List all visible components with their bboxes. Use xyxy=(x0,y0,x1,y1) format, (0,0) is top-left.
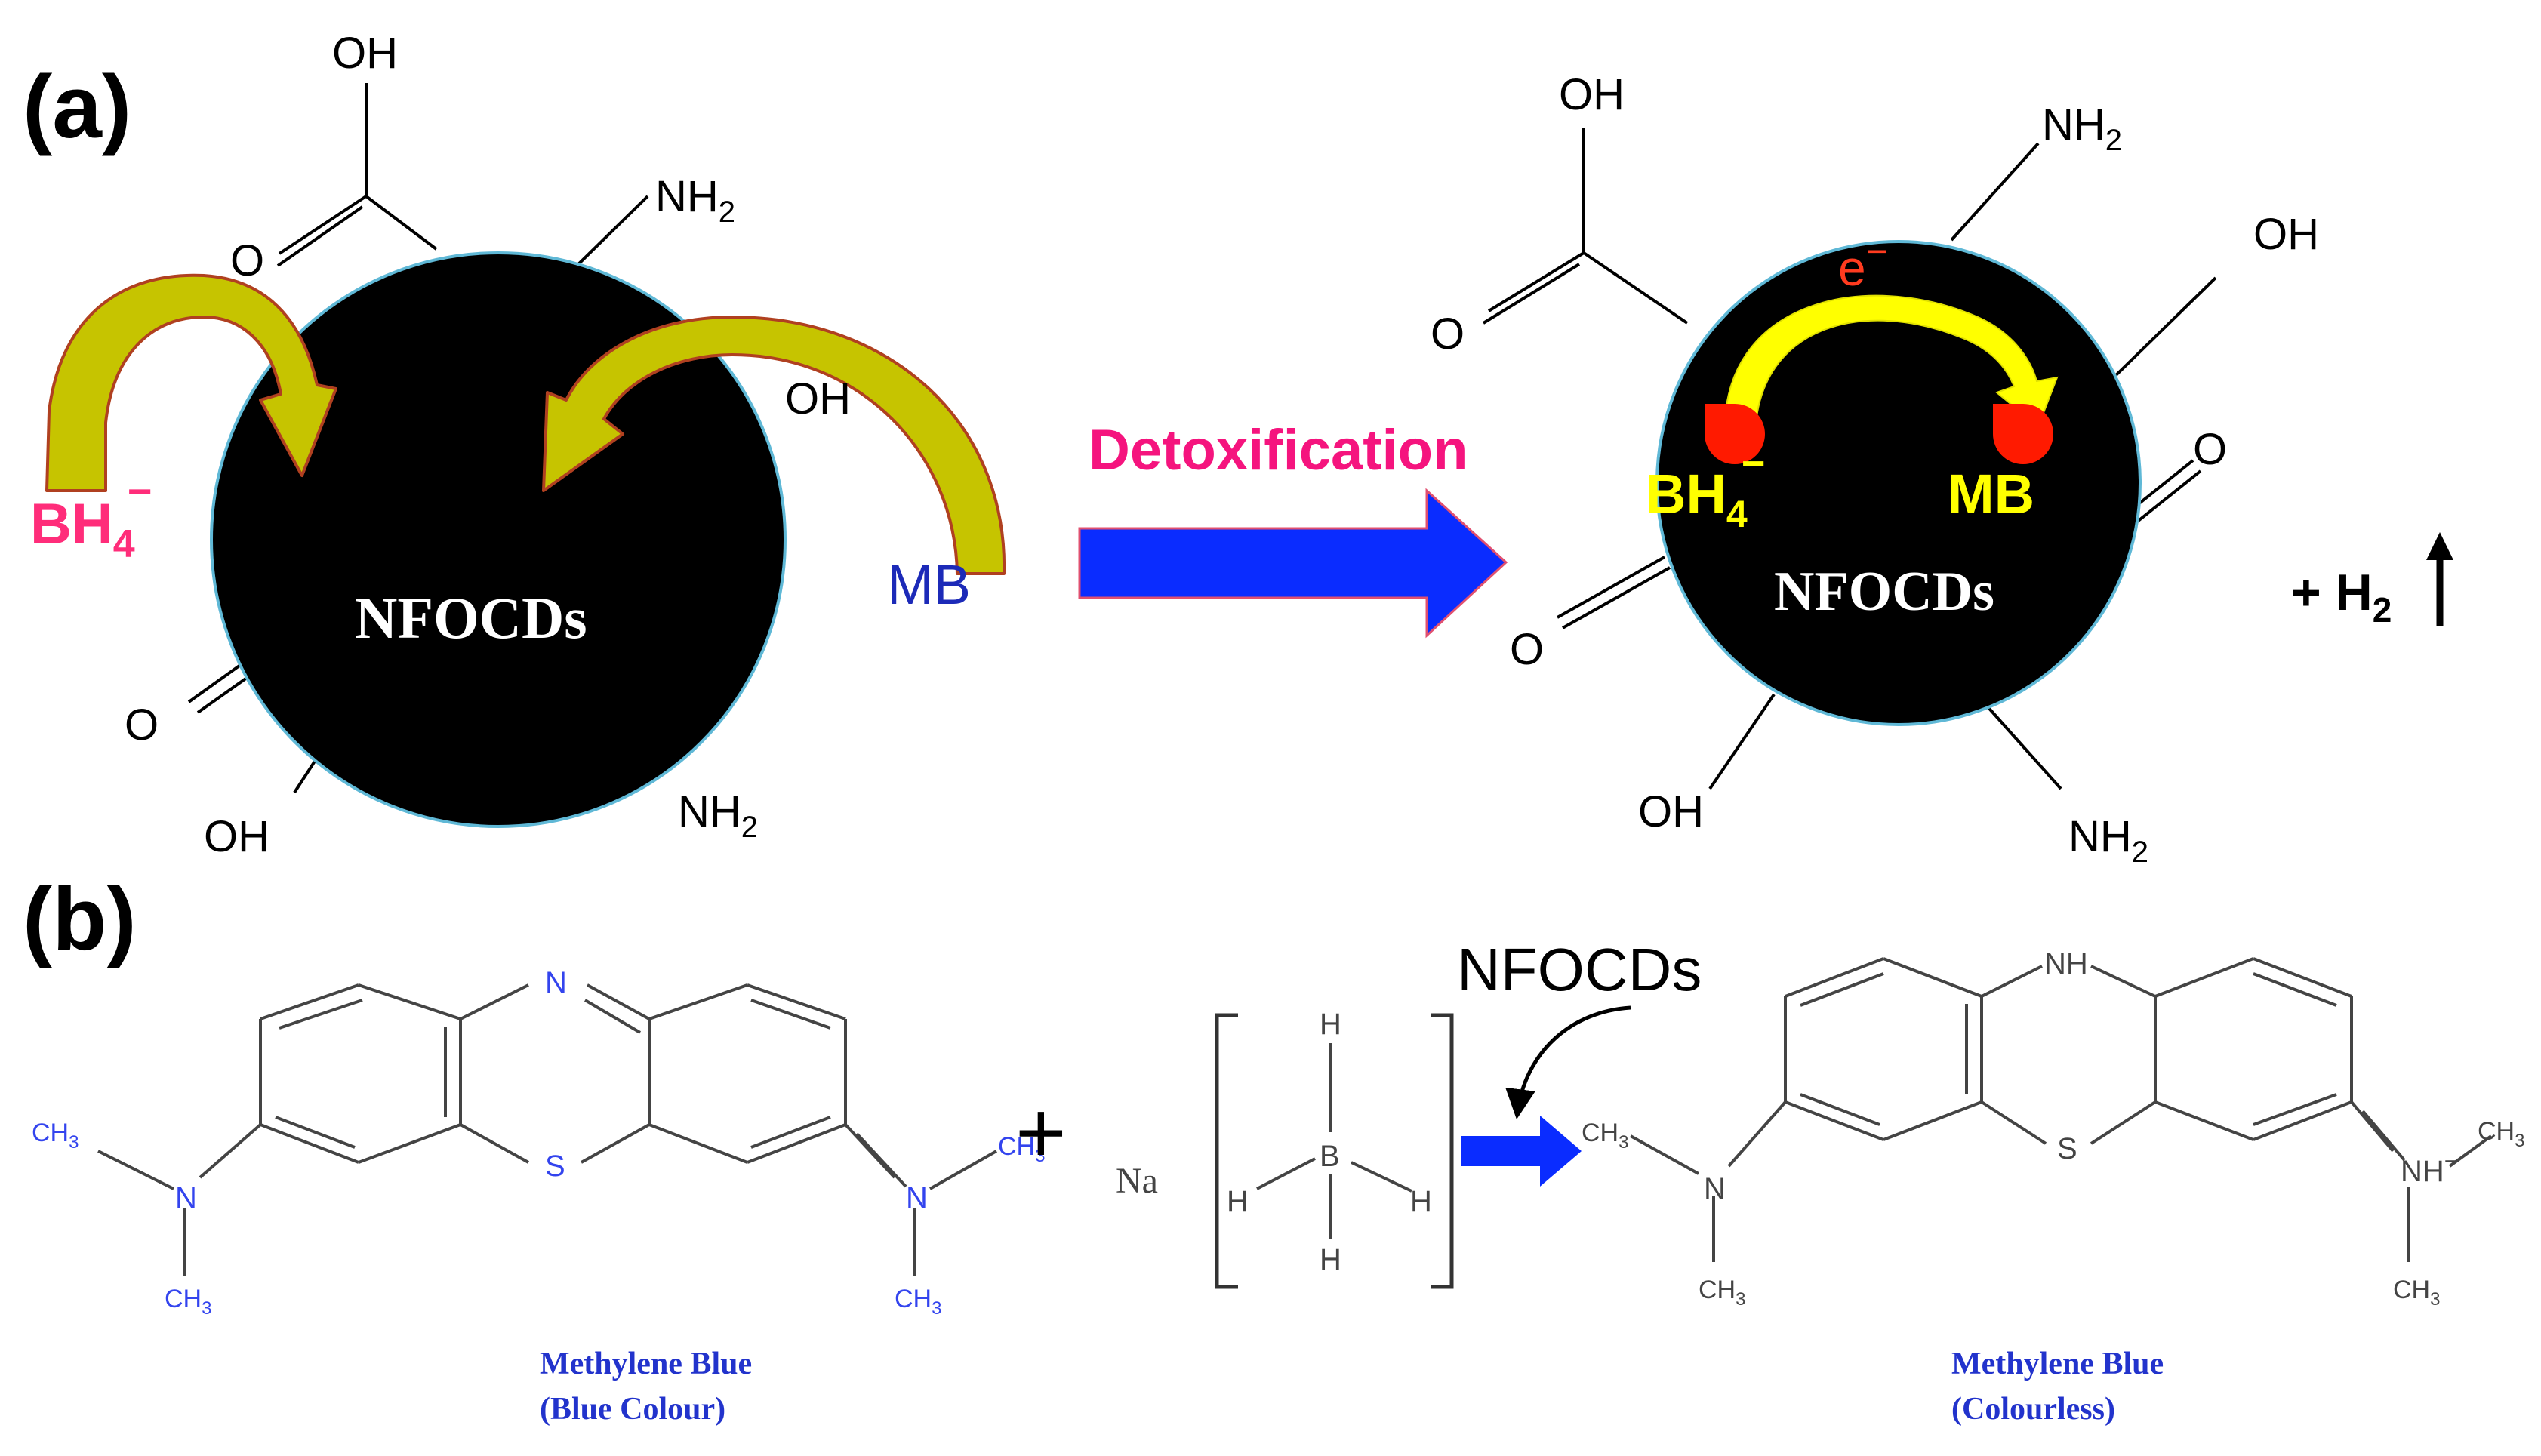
left-oh-right: OH xyxy=(785,374,851,423)
left-particle-label: NFOCDs xyxy=(355,585,587,651)
bracket-right xyxy=(1431,1013,1454,1289)
detoxification-arrow xyxy=(1078,488,1508,639)
catalyst-label: NFOCDs xyxy=(1457,936,1702,1003)
mb-left-n-right: N xyxy=(906,1181,928,1214)
bh4-label: BH4− xyxy=(30,467,152,566)
mb-left-s: S xyxy=(545,1150,565,1183)
mb-left-methyls: CH3 CH3 CH3 CH3 xyxy=(32,1119,1045,1319)
mb-active-site xyxy=(1993,404,2053,464)
bh4-bonds xyxy=(1256,1043,1412,1239)
right-nh2-bottom: NH2 xyxy=(2068,812,2148,869)
right-oh-right: OH xyxy=(2253,210,2319,259)
left-oh-top: OH xyxy=(332,29,398,78)
mb-right-bonds xyxy=(1630,957,2493,1262)
mb-right-nh-right: NH− xyxy=(2401,1147,2458,1188)
left-nfocd-particle xyxy=(210,251,787,828)
right-particle-group: e− BH4− MB NFOCDs OH NH2 OH O O O OH NH2… xyxy=(1431,70,2453,869)
borohydride-h-bottom: H xyxy=(1320,1243,1341,1276)
plus-sign: + xyxy=(1015,1083,1067,1181)
mb-right-name: Methylene Blue xyxy=(1951,1347,2164,1381)
left-o-carbonyl: O xyxy=(230,236,264,285)
mb-right-ch3-3: CH3 xyxy=(2478,1117,2524,1151)
left-particle-group: NFOCDs OH O NH2 OH O OH NH2 BH4− MB xyxy=(30,29,1006,861)
mb-curl-arrow xyxy=(542,316,1006,575)
mb-left-ch3-4: CH3 xyxy=(895,1285,941,1319)
mb-right-ch3-1: CH3 xyxy=(1582,1119,1628,1153)
electron-transfer-arrow xyxy=(1723,294,2059,435)
right-oh-bottom: OH xyxy=(1638,787,1704,836)
mb-right-n-left: N xyxy=(1704,1172,1726,1205)
mb-left-state: (Blue Colour) xyxy=(540,1392,725,1427)
mb-left-n-top: N xyxy=(545,966,567,999)
detoxification-label: Detoxification xyxy=(1089,418,1468,482)
right-o-right: O xyxy=(2193,425,2227,474)
borohydride-h-right: H xyxy=(1410,1185,1432,1218)
borohydride-h-left: H xyxy=(1227,1185,1249,1218)
mb-right-ch3-4: CH3 xyxy=(2393,1276,2440,1310)
left-nh2-top: NH2 xyxy=(655,172,735,229)
mb-label-right: MB xyxy=(1948,463,2034,525)
mb-structure-left: N S N N CH3 CH3 CH3 CH3 Methylene Blue (… xyxy=(32,966,1045,1427)
mb-label-left: MB xyxy=(887,553,971,616)
left-nh2-bottom: NH2 xyxy=(678,787,758,844)
panel-b-label: (b) xyxy=(23,870,137,969)
reaction-arrow xyxy=(1461,1116,1582,1187)
left-oh-bottom: OH xyxy=(204,812,270,861)
mb-left-atoms: N S N N xyxy=(175,966,928,1214)
mb-left-ch3-2: CH3 xyxy=(165,1285,211,1319)
mb-left-bonds xyxy=(97,983,997,1276)
right-particle-label: NFOCDs xyxy=(1774,561,1994,623)
mb-left-ch3-3: CH3 xyxy=(998,1132,1045,1166)
right-nh2-top: NH2 xyxy=(2042,100,2122,157)
bh4-label-right: BH4− xyxy=(1646,441,1765,535)
borohydride-h-top: H xyxy=(1320,1008,1341,1041)
h2-up-arrow-head xyxy=(2426,532,2453,560)
bh4-curl-arrow xyxy=(45,273,337,492)
right-oh-top: OH xyxy=(1559,70,1625,119)
electron-label: e− xyxy=(1838,230,1888,296)
mb-left-n-left: N xyxy=(175,1181,197,1214)
right-o-left: O xyxy=(1510,625,1544,674)
h2-byproduct: + H2 xyxy=(2291,564,2392,629)
borohydride-structure: B H H H H xyxy=(1215,1008,1454,1289)
bh4-active-site xyxy=(1705,404,1765,464)
mb-right-s: S xyxy=(2057,1132,2077,1165)
panel-a-label: (a) xyxy=(23,57,131,157)
borohydride-b: B xyxy=(1320,1140,1340,1173)
catalyst-curved-arrow xyxy=(1505,1005,1631,1119)
mb-structure-right: NH S N NH− CH3 CH3 CH3 CH3 Methylene Blu… xyxy=(1582,947,2524,1427)
right-o-carbonyl: O xyxy=(1431,309,1465,359)
mb-right-ch3-2: CH3 xyxy=(1699,1276,1745,1310)
bracket-left xyxy=(1215,1013,1238,1289)
mb-right-nh-top: NH xyxy=(2044,947,2088,980)
left-o-bottom: O xyxy=(125,700,159,750)
mb-left-name: Methylene Blue xyxy=(540,1347,752,1381)
mb-left-ch3-1: CH3 xyxy=(32,1119,79,1153)
mb-right-state: (Colourless) xyxy=(1951,1392,2115,1427)
sodium-label: Na xyxy=(1116,1161,1158,1201)
